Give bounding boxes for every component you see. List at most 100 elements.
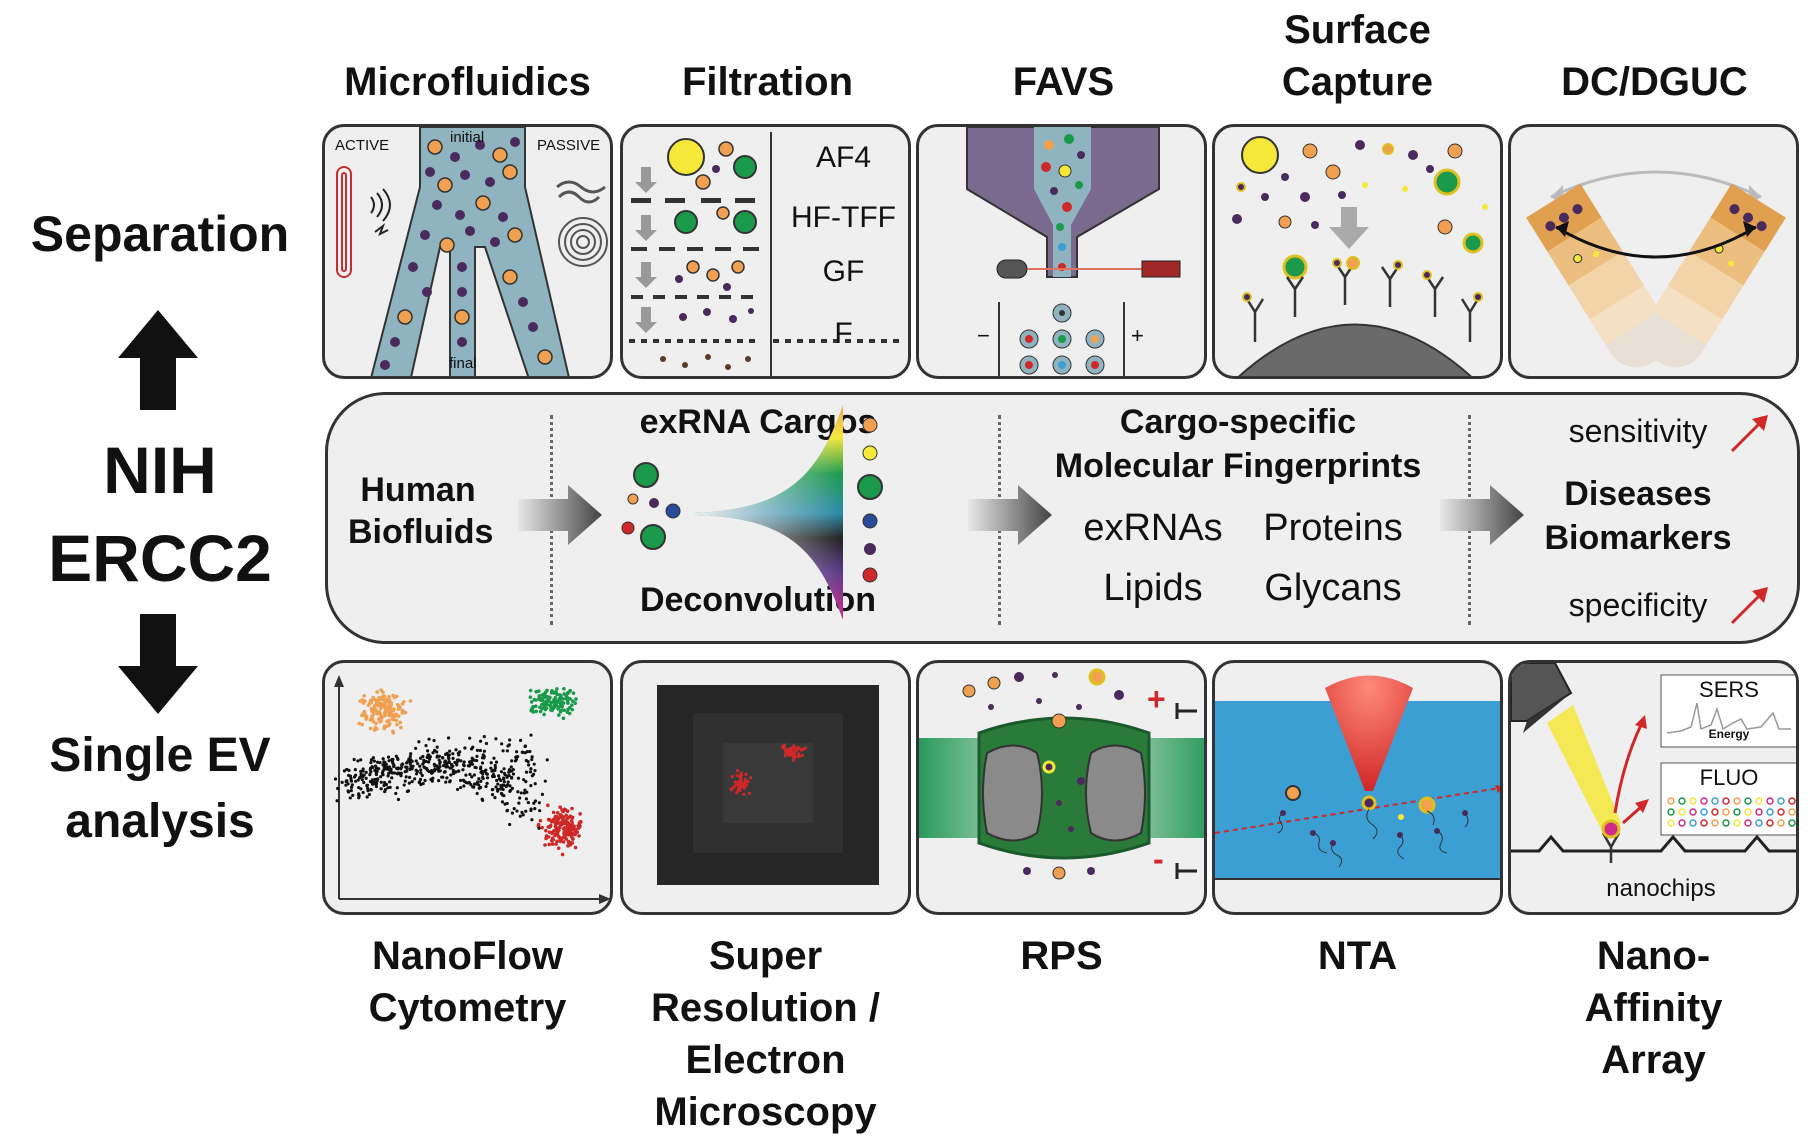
green-population-dot [556, 707, 560, 711]
red-cluster-dot [801, 747, 805, 751]
fluorescent-spot [1744, 808, 1752, 816]
black-population-dot [485, 781, 489, 785]
black-population-dot [467, 764, 471, 768]
black-population-dot [357, 794, 361, 798]
red-population-dot [561, 819, 566, 823]
green-population-dot [554, 690, 558, 694]
orange-population-dot [370, 697, 375, 702]
black-population-dot [501, 793, 505, 797]
green-population-dot [528, 688, 533, 693]
orange-population-dot [391, 729, 395, 734]
red-cluster-dot [791, 755, 796, 759]
black-population-dot [477, 777, 481, 781]
red-cluster-dot [729, 787, 733, 791]
header-favs: FAVS [1012, 60, 1115, 104]
red-population-dot [572, 828, 576, 832]
red-population-dot [565, 824, 570, 828]
nta-panel [1212, 660, 1503, 915]
black-population-dot [490, 793, 495, 797]
black-population-dot [508, 784, 512, 788]
black-population-dot [406, 789, 411, 793]
orange-particle [537, 349, 553, 365]
black-population-dot [449, 763, 454, 767]
black-population-dot [362, 773, 366, 777]
black-population-dot [449, 773, 453, 777]
orange-population-dot [379, 719, 383, 723]
black-population-dot [519, 791, 523, 795]
energy-label: Energy [1708, 727, 1750, 741]
black-population-dot [540, 792, 545, 796]
black-population-dot [359, 772, 363, 776]
black-population-dot [342, 769, 347, 773]
black-population-dot [474, 758, 479, 763]
black-population-dot [411, 764, 415, 768]
black-population-dot [475, 754, 479, 758]
orange-particle [502, 164, 518, 180]
black-population-dot [457, 769, 461, 773]
black-population-dot [447, 760, 452, 765]
red-population-dot [565, 828, 570, 833]
black-population-dot [421, 754, 425, 759]
black-population-dot [425, 749, 430, 753]
green-population-dot [552, 697, 556, 702]
black-population-dot [510, 775, 514, 780]
black-population-dot [484, 741, 489, 746]
fluorescent-spot [1700, 797, 1708, 805]
black-population-dot [508, 738, 512, 742]
black-population-dot [414, 759, 418, 763]
black-population-dot [395, 772, 399, 776]
fluorescent-spot [1755, 819, 1763, 827]
fluorescent-spot [1722, 797, 1730, 805]
fluorescent-spot [1711, 797, 1719, 805]
purple-particle [475, 140, 485, 150]
black-population-dot [454, 770, 458, 774]
red-population-dot [577, 834, 581, 838]
sensitivity-label: sensitivity [1568, 413, 1708, 449]
black-population-dot [374, 784, 379, 789]
black-population-dot [528, 770, 532, 774]
black-population-dot [379, 787, 383, 791]
black-population-dot [463, 746, 467, 750]
title-nanoflow-line1: NanoFlow [371, 934, 564, 978]
title-nanoflow-line2: Cytometry [368, 986, 567, 1030]
black-population-dot [424, 744, 428, 748]
workflow-panel: Human Biofluids exRNA Cargos Deconvoluti… [325, 392, 1800, 644]
black-population-dot [364, 776, 368, 780]
black-population-dot [389, 767, 393, 771]
black-population-dot [353, 768, 357, 772]
orange-population-dot [385, 719, 389, 724]
black-population-dot [464, 773, 468, 777]
black-population-dot [383, 788, 388, 792]
orange-particle [507, 227, 523, 243]
purple-particle [408, 262, 418, 272]
black-population-dot [533, 807, 537, 811]
red-cluster-dot [739, 771, 743, 775]
black-population-dot [466, 781, 470, 785]
filtration-label-gf: GF [822, 255, 865, 288]
black-population-dot [529, 808, 533, 813]
nanochips-label: nanochips [1606, 875, 1716, 902]
black-population-dot [405, 769, 409, 773]
fluorescent-spot [1733, 797, 1741, 805]
red-population-dot [547, 830, 552, 834]
red-population-dot [558, 813, 563, 817]
red-population-dot [547, 842, 552, 847]
purple-particle [380, 360, 390, 370]
orange-population-dot [382, 726, 387, 731]
green-population-dot [541, 694, 546, 698]
fluorescent-spot [1788, 808, 1796, 816]
black-population-dot [384, 764, 388, 768]
black-population-dot [427, 769, 431, 774]
green-population-dot [564, 694, 569, 698]
specificity-label: specificity [1568, 587, 1708, 623]
black-population-dot [517, 801, 521, 805]
red-population-dot [578, 812, 582, 816]
black-population-dot [374, 772, 379, 777]
red-cluster-dot [800, 753, 804, 757]
black-population-dot [383, 760, 387, 765]
black-population-dot [394, 791, 398, 796]
black-population-dot [500, 742, 504, 746]
black-population-dot [404, 775, 408, 779]
black-population-dot [432, 738, 436, 743]
black-population-dot [424, 759, 428, 764]
